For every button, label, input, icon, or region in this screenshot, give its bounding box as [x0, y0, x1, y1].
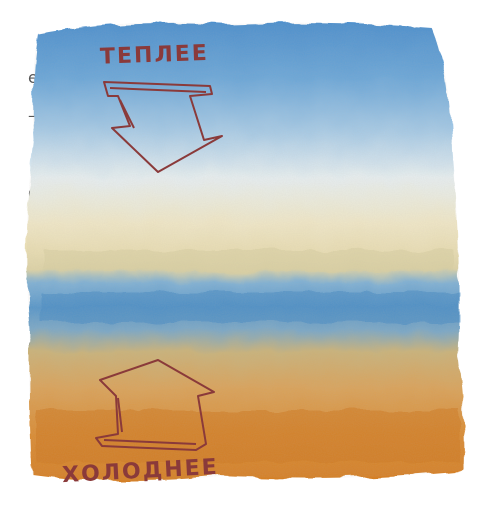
warmer-label: ТЕПЛЕЕ	[100, 41, 210, 70]
